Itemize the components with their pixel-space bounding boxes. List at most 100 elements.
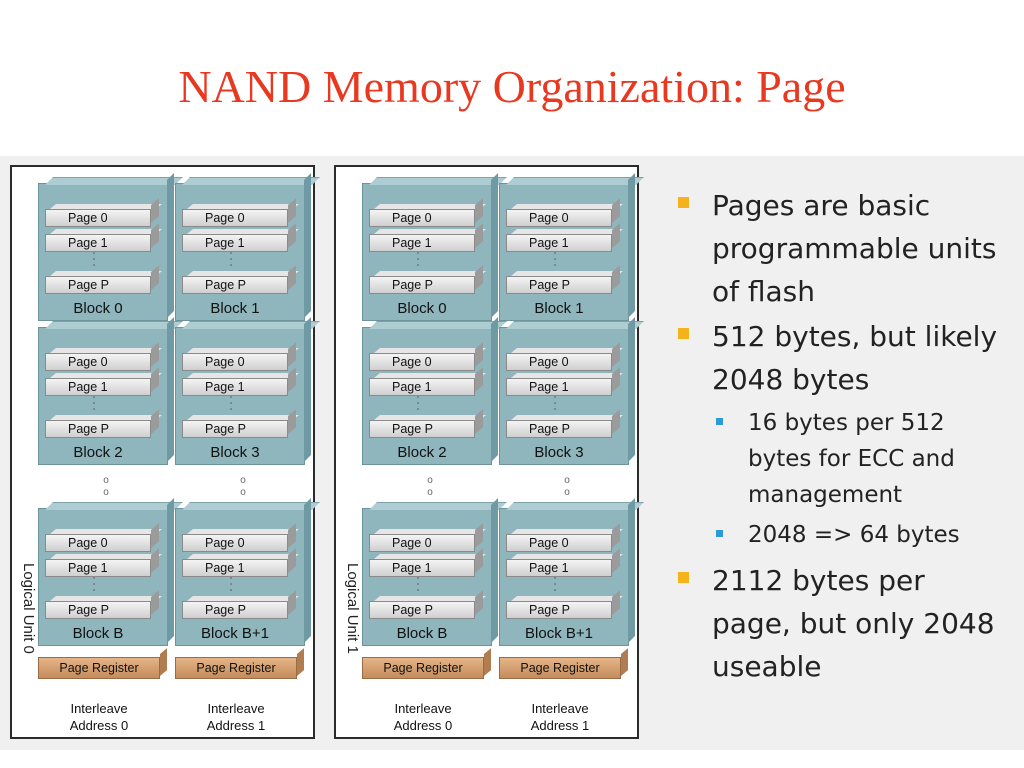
bullet-text: Pages are basic programmable units of fl… <box>712 189 997 308</box>
bullet-item: 512 bytes, but likely 2048 bytes 16 byte… <box>676 315 1006 553</box>
block-label: Block 3 <box>210 444 260 461</box>
ellipsis-dots: °°° <box>92 252 96 271</box>
page: Page P <box>182 420 288 438</box>
block: Page 0 Page 1 °°° Page P Block 3 <box>175 327 305 465</box>
bullet-text: 512 bytes, but likely 2048 bytes <box>712 320 998 396</box>
block: Page 0 Page 1 °°° Page P Block B <box>362 508 492 646</box>
sub-bullet-item: 2048 => 64 bytes <box>712 517 1006 553</box>
page: Page 0 <box>506 353 612 371</box>
page: Page 0 <box>182 353 288 371</box>
page: Page P <box>369 601 475 619</box>
interleave-address-value: Address 1 <box>206 718 266 733</box>
logical-unit-1-panel: Logical Unit 1 Page 0 Page 1 °°° Page P … <box>334 165 639 739</box>
block: Page 0 Page 1 °°° Page P Block B+1 <box>175 508 305 646</box>
block: Page 0 Page 1 °°° Page P Block 1 <box>175 183 305 321</box>
block-label: Block 3 <box>534 444 584 461</box>
page: Page P <box>506 276 612 294</box>
page: Page 1 <box>506 559 612 577</box>
block: Page 0 Page 1 °°° Page P Block 1 <box>499 183 629 321</box>
page: Page P <box>369 420 475 438</box>
block-label: Block B+1 <box>525 625 593 642</box>
block: Page 0 Page 1 °°° Page P Block 0 <box>38 183 168 321</box>
page: Page 0 <box>182 534 288 552</box>
interleave-label: Interleave <box>207 701 265 716</box>
interleave-address: Interleave Address 1 <box>499 700 621 734</box>
page: Page 1 <box>506 234 612 252</box>
slide-title: NAND Memory Organization: Page <box>178 61 846 112</box>
block: Page 0 Page 1 °°° Page P Block 2 <box>362 327 492 465</box>
ellipsis-dots: °°° <box>416 252 420 271</box>
ellipsis-dots: °°° <box>229 252 233 271</box>
page: Page 0 <box>369 353 475 371</box>
block: Page 0 Page 1 °°° Page P Block 3 <box>499 327 629 465</box>
page: Page 1 <box>182 378 288 396</box>
interleave-address-value: Address 1 <box>530 718 590 733</box>
page: Page 1 <box>369 234 475 252</box>
page: Page 1 <box>45 559 151 577</box>
bullet-list: Pages are basic programmable units of fl… <box>676 184 1006 690</box>
sub-bullet-list: 16 bytes per 512 bytes for ECC and manag… <box>712 405 1006 553</box>
page-register: Page Register <box>362 657 484 679</box>
page: Page 0 <box>506 209 612 227</box>
page: Page 0 <box>369 534 475 552</box>
page: Page 0 <box>45 534 151 552</box>
block-label: Block 0 <box>397 300 447 317</box>
page: Page 1 <box>182 559 288 577</box>
logical-unit-label: Logical Unit 0 <box>20 563 37 654</box>
bullet-item: Pages are basic programmable units of fl… <box>676 184 1006 313</box>
block-label: Block 2 <box>397 444 447 461</box>
page: Page 1 <box>45 234 151 252</box>
page: Page P <box>506 420 612 438</box>
page: Page P <box>182 276 288 294</box>
block-label: Block 0 <box>73 300 123 317</box>
ellipsis-dots: °°° <box>553 252 557 271</box>
interleave-label: Interleave <box>394 701 452 716</box>
ellipsis-dots: °°° <box>416 577 420 596</box>
page: Page 1 <box>369 559 475 577</box>
page: Page 0 <box>182 209 288 227</box>
block-label: Block B <box>72 625 124 642</box>
page: Page 1 <box>369 378 475 396</box>
interleave-label: Interleave <box>70 701 128 716</box>
block-label: Block B <box>396 625 448 642</box>
page: Page 1 <box>45 378 151 396</box>
ellipsis-dots: °°° <box>229 396 233 415</box>
interleave-address-value: Address 0 <box>393 718 453 733</box>
page: Page P <box>182 601 288 619</box>
interleave-address: Interleave Address 0 <box>38 700 160 734</box>
interleave-address: Interleave Address 1 <box>175 700 297 734</box>
block: Page 0 Page 1 °°° Page P Block B <box>38 508 168 646</box>
interleave-address-value: Address 0 <box>69 718 129 733</box>
page: Page 0 <box>369 209 475 227</box>
page-register: Page Register <box>38 657 160 679</box>
block-label: Block 2 <box>73 444 123 461</box>
bullet-text: 2112 bytes per page, but only 2048 useab… <box>712 564 995 683</box>
page-register: Page Register <box>499 657 621 679</box>
sub-bullet-item: 16 bytes per 512 bytes for ECC and manag… <box>712 405 1006 513</box>
page: Page 1 <box>182 234 288 252</box>
ellipsis-dots: °°° <box>553 577 557 596</box>
page-register: Page Register <box>175 657 297 679</box>
block-label: Block 1 <box>534 300 584 317</box>
block: Page 0 Page 1 °°° Page P Block B+1 <box>499 508 629 646</box>
block-label: Block 1 <box>210 300 260 317</box>
page: Page 0 <box>45 209 151 227</box>
ellipsis-dots: °°° <box>553 396 557 415</box>
ellipsis-dots: °°° <box>416 396 420 415</box>
page: Page P <box>45 420 151 438</box>
page: Page P <box>45 601 151 619</box>
interleave-label: Interleave <box>531 701 589 716</box>
interleave-address: Interleave Address 0 <box>362 700 484 734</box>
bullet-item: 2112 bytes per page, but only 2048 useab… <box>676 559 1006 688</box>
page: Page P <box>369 276 475 294</box>
ellipsis-dots: °°° <box>92 396 96 415</box>
block: Page 0 Page 1 °°° Page P Block 2 <box>38 327 168 465</box>
ellipsis-dots: °°° <box>92 577 96 596</box>
page: Page 0 <box>506 534 612 552</box>
page: Page P <box>506 601 612 619</box>
logical-unit-label: Logical Unit 1 <box>344 563 361 654</box>
